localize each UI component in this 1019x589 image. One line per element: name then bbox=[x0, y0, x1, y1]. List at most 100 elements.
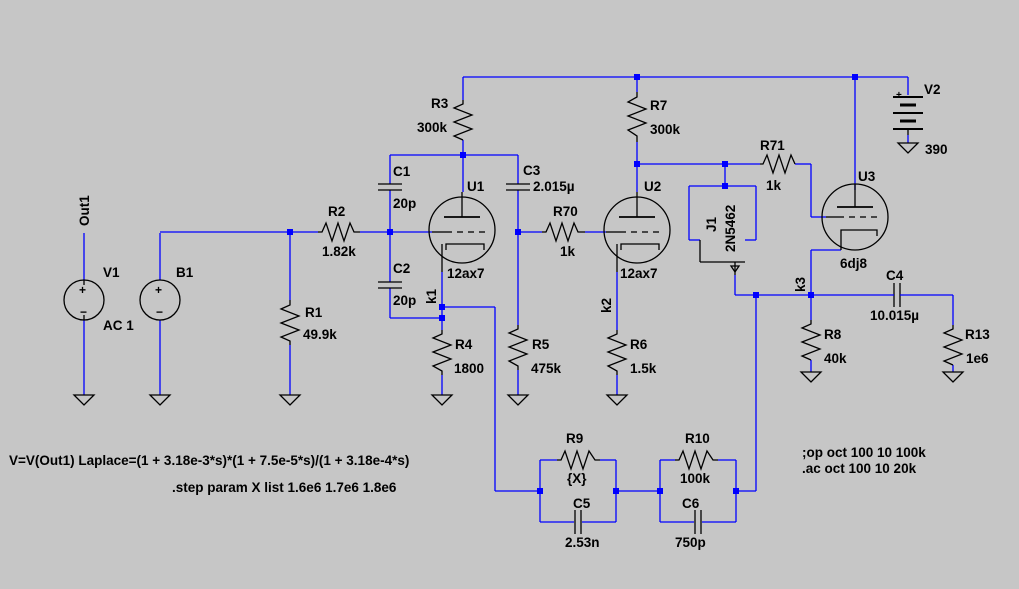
v2-name: V2 bbox=[924, 82, 941, 97]
c1-value: 20p bbox=[393, 196, 416, 211]
plus-icon: + bbox=[896, 90, 902, 101]
ground-icon bbox=[72, 394, 96, 406]
u2-name: U2 bbox=[644, 179, 661, 194]
v1-value: AC 1 bbox=[103, 318, 134, 333]
resistor-R9[interactable] bbox=[557, 448, 600, 472]
r7-name: R7 bbox=[650, 98, 667, 113]
triode-U2[interactable] bbox=[603, 192, 671, 272]
r6-value: 1.5k bbox=[630, 361, 657, 376]
triode-U1[interactable] bbox=[428, 192, 496, 272]
resistor-R6[interactable] bbox=[606, 330, 628, 375]
ground-icon bbox=[799, 371, 823, 383]
capacitor-C5[interactable] bbox=[574, 510, 582, 534]
source-V1[interactable]: + − bbox=[63, 279, 105, 321]
c4-name: C4 bbox=[886, 268, 904, 283]
ground-icon bbox=[605, 394, 629, 406]
resistor-R2[interactable] bbox=[318, 220, 360, 244]
net-label-k2: k2 bbox=[599, 298, 614, 313]
capacitor-C4[interactable] bbox=[890, 283, 904, 307]
r71-name: R71 bbox=[760, 138, 785, 153]
c5-name: C5 bbox=[573, 496, 591, 511]
v2-value: 390 bbox=[925, 142, 948, 157]
r10-value: 100k bbox=[680, 471, 711, 486]
r2-value: 1.82k bbox=[322, 244, 356, 259]
minus-icon: − bbox=[156, 305, 163, 319]
r4-name: R4 bbox=[455, 337, 473, 352]
resistor-R10[interactable] bbox=[675, 448, 718, 472]
arrow-icon bbox=[729, 265, 741, 274]
ac-directive: .ac oct 100 10 20k bbox=[802, 461, 917, 476]
net-label-k3: k3 bbox=[793, 276, 808, 292]
capacitor-C2[interactable] bbox=[378, 281, 402, 289]
r1-name: R1 bbox=[305, 305, 323, 320]
r10-name: R10 bbox=[685, 431, 710, 446]
j1-name: J1 bbox=[704, 216, 719, 232]
c1-name: C1 bbox=[393, 164, 411, 179]
resistor-R4[interactable] bbox=[431, 330, 453, 375]
resistor-R1[interactable] bbox=[279, 300, 301, 345]
r13-value: 1e6 bbox=[966, 351, 989, 366]
r2-name: R2 bbox=[328, 204, 345, 219]
capacitor-C1[interactable] bbox=[378, 183, 402, 191]
ground-icon bbox=[430, 394, 454, 406]
c4-value: 10.015µ bbox=[870, 308, 919, 323]
r70-value: 1k bbox=[560, 244, 576, 259]
v1-name: V1 bbox=[103, 265, 120, 280]
ground-icon bbox=[506, 394, 530, 406]
c6-name: C6 bbox=[682, 496, 700, 511]
plus-icon: + bbox=[155, 283, 162, 297]
r13-name: R13 bbox=[965, 327, 990, 342]
ground-icon bbox=[896, 142, 920, 154]
triode-U3[interactable] bbox=[821, 183, 889, 251]
net-label-k1: k1 bbox=[424, 288, 439, 304]
jfet-J1[interactable] bbox=[699, 240, 745, 275]
c2-name: C2 bbox=[393, 261, 410, 276]
ground-icon bbox=[941, 371, 965, 383]
c2-value: 20p bbox=[393, 293, 416, 308]
r70-name: R70 bbox=[553, 204, 578, 219]
battery-V2[interactable]: + bbox=[893, 90, 923, 135]
r7-value: 300k bbox=[650, 122, 681, 137]
r1-value: 49.9k bbox=[303, 327, 337, 342]
r71-value: 1k bbox=[766, 178, 782, 193]
resistor-R8[interactable] bbox=[800, 320, 822, 361]
u3-name: U3 bbox=[858, 169, 876, 184]
ground-icon bbox=[148, 394, 172, 406]
plus-icon: + bbox=[79, 283, 86, 297]
ground-symbols bbox=[72, 142, 965, 406]
r6-name: R6 bbox=[630, 337, 648, 352]
resistor-R71[interactable] bbox=[760, 152, 796, 176]
b1-name: B1 bbox=[176, 265, 194, 280]
u1-name: U1 bbox=[467, 179, 485, 194]
j1-value: 2N5462 bbox=[723, 205, 738, 252]
source-B1[interactable]: + − bbox=[139, 279, 181, 321]
capacitor-C3[interactable] bbox=[506, 183, 530, 191]
resistor-R3[interactable] bbox=[452, 100, 474, 141]
labels: Out1 V1 AC 1 B1 R1 49.9k R2 1.82k C1 20p… bbox=[77, 82, 990, 550]
resistor-R70[interactable] bbox=[542, 220, 585, 244]
r3-value: 300k bbox=[417, 120, 448, 135]
minus-icon: − bbox=[80, 305, 87, 319]
r4-value: 1800 bbox=[454, 361, 484, 376]
u2-value: 12ax7 bbox=[620, 266, 658, 281]
step-directive: .step param X list 1.6e6 1.7e6 1.8e6 bbox=[172, 480, 397, 495]
net-label-out1: Out1 bbox=[77, 195, 92, 226]
c3-value: 2.015µ bbox=[533, 179, 575, 194]
r5-value: 475k bbox=[531, 361, 562, 376]
u1-value: 12ax7 bbox=[447, 266, 485, 281]
resistor-R7[interactable] bbox=[626, 92, 648, 142]
junctions bbox=[287, 74, 858, 494]
r8-name: R8 bbox=[824, 327, 842, 342]
c3-name: C3 bbox=[523, 163, 541, 178]
resistor-R5[interactable] bbox=[507, 325, 529, 370]
r5-name: R5 bbox=[532, 337, 550, 352]
ground-icon bbox=[278, 394, 302, 406]
c5-value: 2.53n bbox=[565, 535, 600, 550]
spice-directives: V=V(Out1) Laplace=(1 + 3.18e-3*s)*(1 + 7… bbox=[9, 445, 926, 495]
op-directive: ;op oct 100 10 100k bbox=[802, 445, 926, 460]
resistor-R13[interactable] bbox=[942, 325, 964, 366]
capacitor-C6[interactable] bbox=[694, 510, 702, 534]
r9-name: R9 bbox=[566, 431, 583, 446]
u3-value: 6dj8 bbox=[840, 256, 868, 271]
r8-value: 40k bbox=[824, 351, 847, 366]
